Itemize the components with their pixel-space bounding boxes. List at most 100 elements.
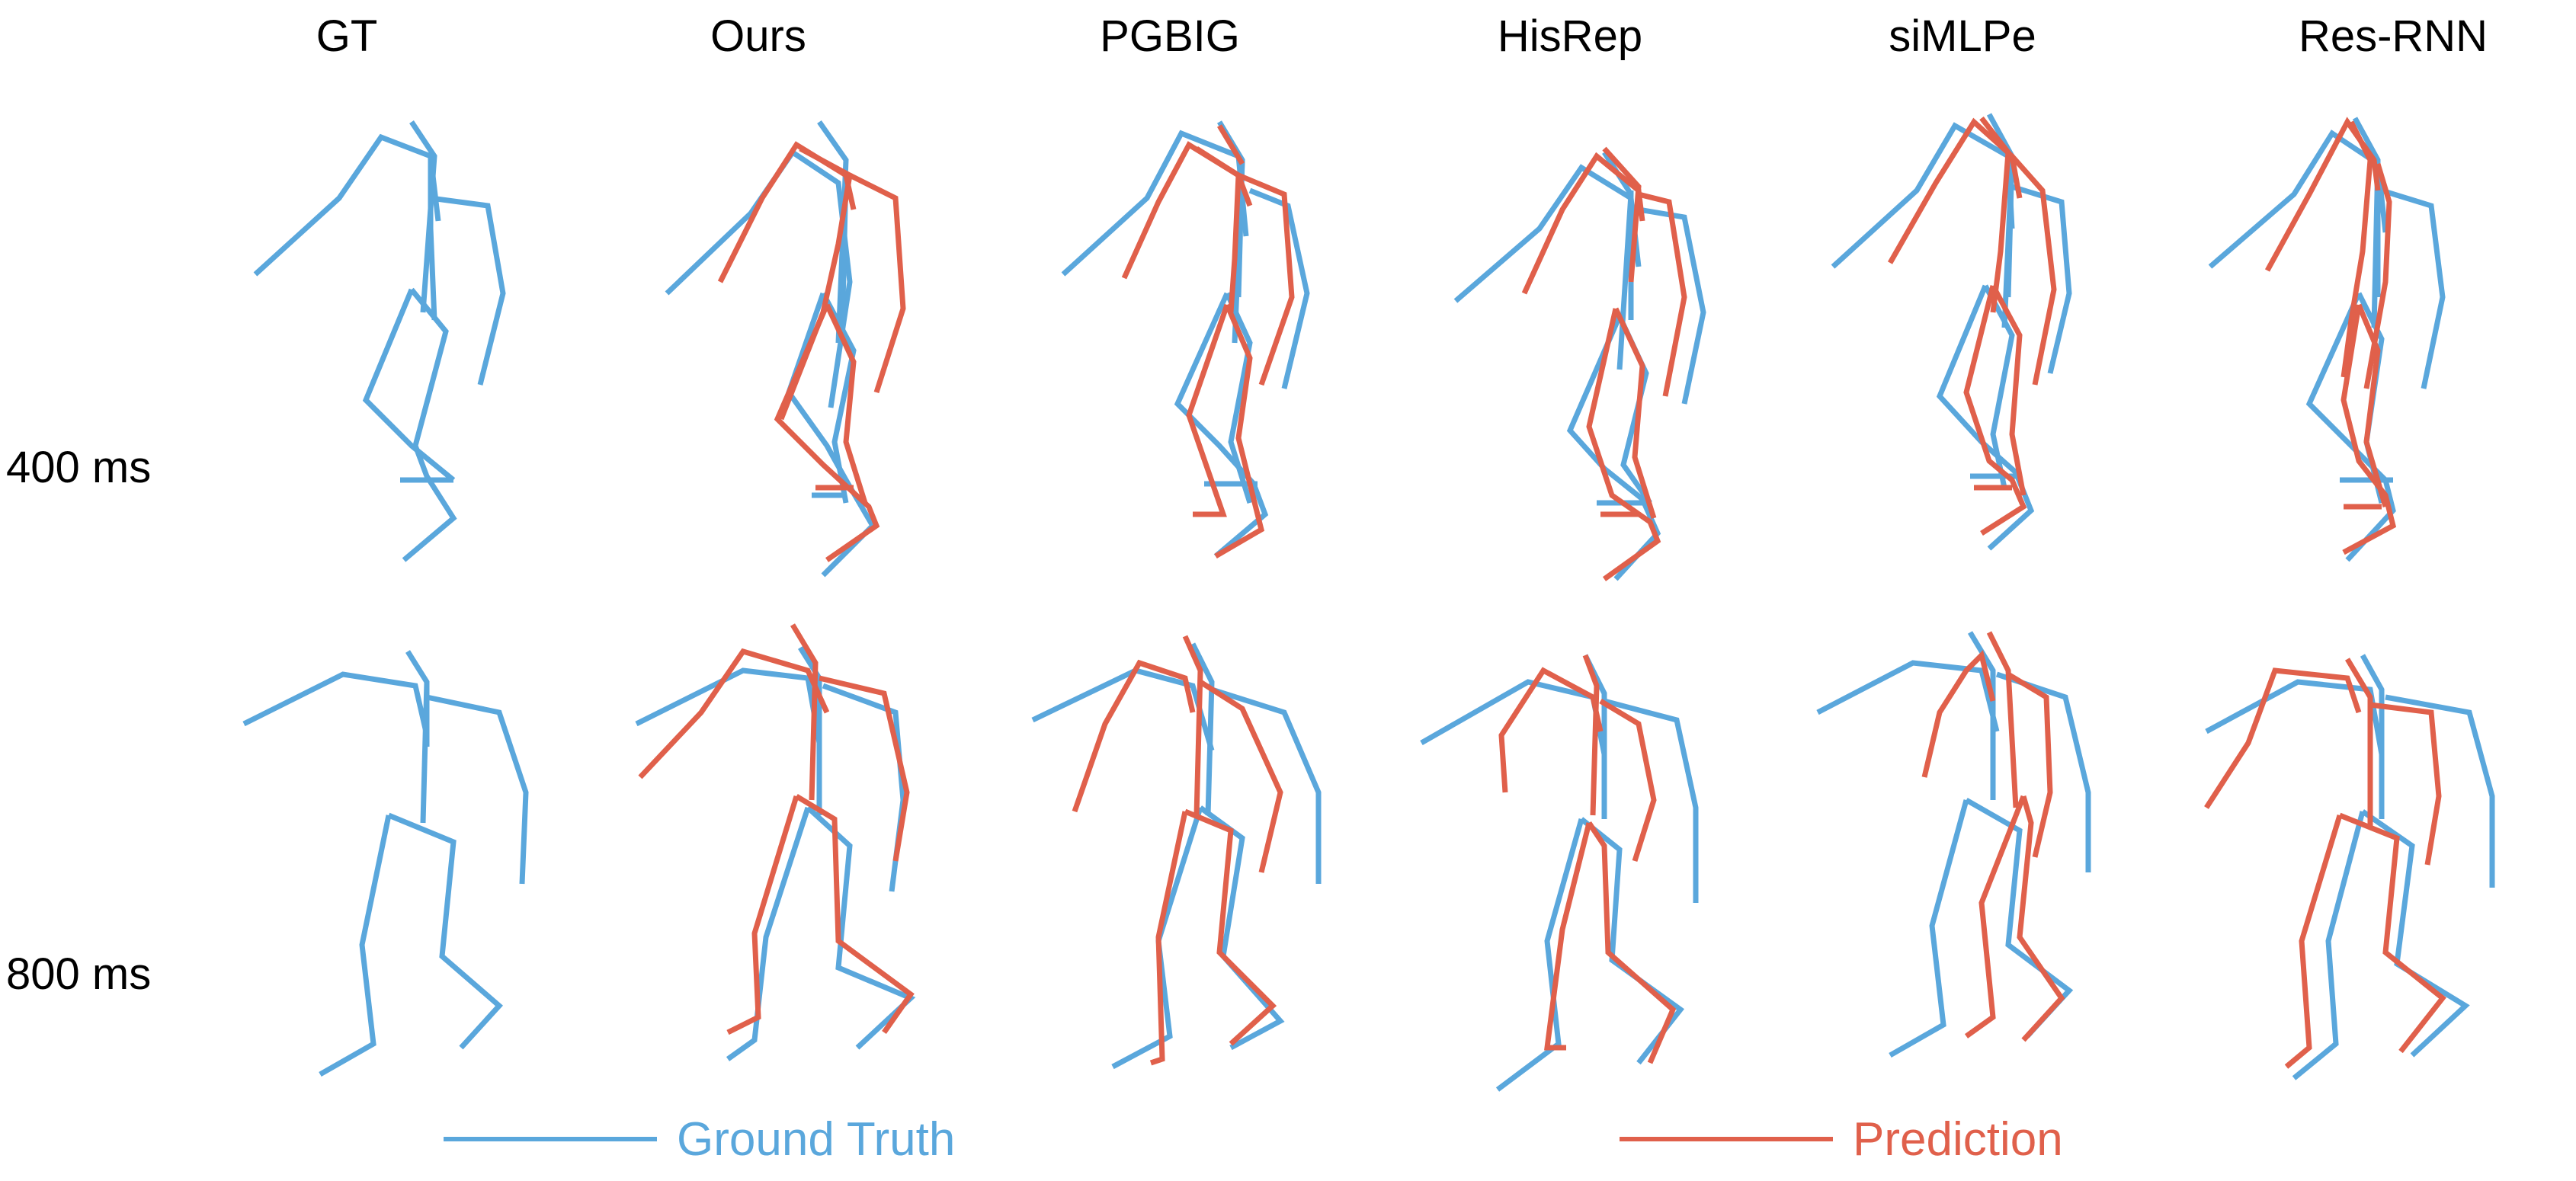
skeleton-limb bbox=[420, 681, 430, 824]
skeleton-limb bbox=[1121, 141, 1253, 280]
skeleton-limb bbox=[428, 156, 437, 321]
skeleton-limb bbox=[2010, 184, 2072, 374]
skeleton-limb bbox=[1599, 698, 1657, 863]
skeleton-limb bbox=[1963, 285, 2027, 536]
skeleton-limb bbox=[790, 623, 819, 801]
skeleton-limb bbox=[638, 648, 830, 779]
skeleton-group bbox=[242, 113, 2495, 1092]
skeleton-limb bbox=[848, 172, 906, 394]
skeleton-limb bbox=[1190, 642, 1215, 816]
skeleton-limb bbox=[402, 287, 457, 562]
column-title-res-rnn: Res-RNN bbox=[2298, 11, 2488, 61]
skeleton-limb bbox=[2010, 154, 2057, 386]
skeleton-limb bbox=[2385, 694, 2495, 888]
legend-ground-truth: Ground Truth bbox=[444, 1109, 955, 1170]
skeleton-resrnn-400-pred bbox=[2264, 117, 2397, 555]
skeleton-limb bbox=[387, 812, 504, 1050]
skeleton-limb bbox=[1990, 284, 2027, 496]
skeleton-limb bbox=[2344, 658, 2373, 827]
skeleton-limb bbox=[2208, 130, 2389, 269]
skeleton-limb bbox=[426, 694, 529, 885]
skeleton-limb bbox=[1186, 303, 1230, 517]
skeleton-limb bbox=[1210, 687, 1322, 884]
skeleton-limb bbox=[1587, 821, 1677, 1064]
skeleton-limb bbox=[1566, 315, 1661, 581]
skeleton-limb bbox=[2361, 809, 2470, 1058]
skeleton-limb bbox=[1979, 116, 2011, 313]
skeleton-ours-800-pred bbox=[638, 623, 915, 1035]
skeleton-limb bbox=[2292, 811, 2366, 1080]
skeleton-limb bbox=[2284, 814, 2343, 1069]
skeleton-limb bbox=[1921, 650, 1996, 778]
skeleton-pgbig-800-pred bbox=[1072, 635, 1283, 1066]
skeleton-limb bbox=[1248, 187, 1310, 389]
skeleton-limb bbox=[1199, 680, 1283, 873]
skeleton-ours-400-pred bbox=[717, 141, 906, 562]
legend-label-prediction: Prediction bbox=[1853, 1112, 2063, 1166]
skeleton-resrnn-400-gt bbox=[2208, 117, 2446, 562]
skeleton-limb bbox=[1638, 206, 1706, 405]
legend-line-ground-truth bbox=[444, 1137, 657, 1141]
skeleton-limb bbox=[253, 133, 441, 277]
skeleton-limb bbox=[786, 292, 876, 578]
column-title-gt: GT bbox=[316, 11, 378, 61]
skeleton-limb bbox=[1495, 818, 1584, 1092]
skeleton-gt-800 bbox=[242, 650, 529, 1077]
column-title-hisrep: HisRep bbox=[1497, 11, 1643, 61]
skeleton-limb bbox=[795, 793, 915, 1035]
skeleton-limb bbox=[2264, 117, 2381, 272]
skeleton-ours-800-gt bbox=[635, 646, 916, 1061]
skeleton-limb bbox=[1582, 654, 1600, 816]
skeleton-limb bbox=[1544, 822, 1592, 1051]
skeleton-limb bbox=[2356, 303, 2389, 507]
legend-label-ground-truth: Ground Truth bbox=[677, 1112, 956, 1166]
row-label-800ms: 800 ms bbox=[6, 949, 152, 999]
skeleton-limb bbox=[1613, 307, 1657, 520]
skeleton-limb bbox=[1967, 631, 1996, 800]
skeleton-limb bbox=[1638, 191, 1687, 397]
column-title-ours: Ours bbox=[710, 11, 806, 61]
skeleton-limb bbox=[1604, 698, 1699, 903]
skeleton-limb bbox=[2205, 679, 2385, 755]
legend-line-prediction bbox=[1620, 1137, 1833, 1141]
skeleton-gt-400 bbox=[253, 120, 506, 562]
skeleton-limb bbox=[819, 675, 910, 862]
skeleton-simlpe-400-pred bbox=[1887, 116, 2057, 536]
skeleton-hisrep-800-gt bbox=[1420, 654, 1699, 1092]
skeleton-simlpe-800-pred bbox=[1921, 631, 2065, 1042]
skeleton-limb bbox=[242, 671, 430, 736]
skeleton-resrnn-800-pred bbox=[2204, 658, 2446, 1069]
skeleton-hisrep-400-pred bbox=[1521, 146, 1687, 581]
skeleton-limb bbox=[2017, 795, 2065, 1042]
column-title-simlpe: siMLPe bbox=[1889, 11, 2036, 61]
skeleton-limb bbox=[1816, 660, 2000, 732]
skeleton-limb bbox=[362, 288, 456, 482]
skeleton-limb bbox=[1453, 164, 1642, 303]
skeleton-limb bbox=[2007, 671, 2053, 858]
skeleton-limb bbox=[1964, 795, 2027, 1039]
skeleton-limb bbox=[1982, 284, 2015, 488]
skeleton-limb bbox=[2005, 155, 2015, 298]
skeleton-limb bbox=[1831, 122, 2015, 269]
skeleton-limb bbox=[2204, 667, 2362, 809]
skeleton-limb bbox=[2341, 304, 2397, 555]
skeleton-limb bbox=[726, 806, 811, 1061]
skeleton-limb bbox=[635, 667, 822, 744]
skeleton-limb bbox=[726, 795, 799, 1035]
skeleton-limb bbox=[1061, 130, 1249, 277]
skeleton-limb bbox=[1224, 292, 1253, 504]
skeleton-limb bbox=[1195, 146, 1242, 313]
skeleton-resrnn-800-gt bbox=[2205, 654, 2495, 1080]
skeleton-limb bbox=[1887, 117, 2023, 264]
skeleton-hisrep-800-pred bbox=[1498, 654, 1677, 1064]
row-label-400ms: 400 ms bbox=[6, 443, 152, 492]
skeleton-limb bbox=[430, 195, 506, 386]
skeleton-limb bbox=[774, 303, 880, 562]
skeleton-limb bbox=[1182, 635, 1203, 816]
skeleton-hisrep-400-gt bbox=[1453, 151, 1706, 581]
skeleton-limb bbox=[665, 149, 853, 408]
skeleton-limb bbox=[1111, 806, 1203, 1070]
skeleton-limb bbox=[1986, 631, 2019, 808]
skeleton-limb bbox=[1237, 172, 1295, 386]
